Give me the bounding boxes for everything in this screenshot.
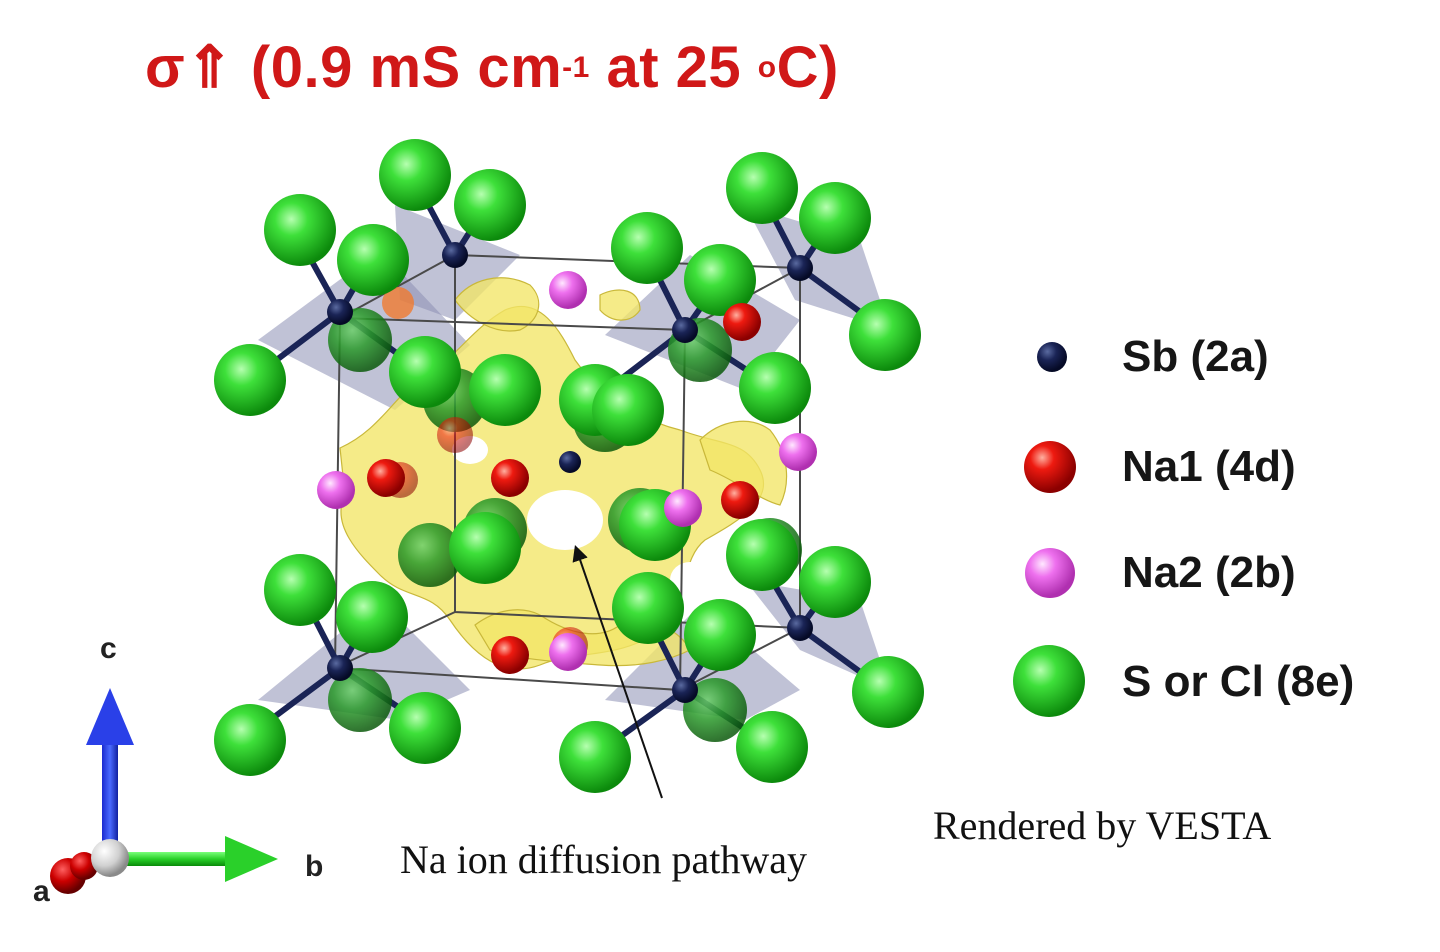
na2-legend-icon bbox=[1025, 548, 1075, 598]
na1-atom bbox=[367, 459, 405, 497]
s-cl-atom bbox=[214, 344, 286, 416]
na2-atom bbox=[664, 489, 702, 527]
s-cl-atom bbox=[264, 194, 336, 266]
na2-atom bbox=[549, 633, 587, 671]
s-cl-atom bbox=[449, 512, 521, 584]
pathway-label: Na ion diffusion pathway bbox=[400, 837, 807, 882]
s-cl-atom bbox=[336, 581, 408, 653]
atoms-front-layer bbox=[214, 139, 924, 793]
sb-atom bbox=[442, 242, 468, 268]
s-cl-atom bbox=[469, 354, 541, 426]
sb-legend-icon bbox=[1037, 342, 1067, 372]
sb-atom bbox=[327, 299, 353, 325]
na1-atom bbox=[491, 636, 529, 674]
s-cl-atom bbox=[398, 523, 462, 587]
s-cl-atom bbox=[683, 678, 747, 742]
s-cl-atom bbox=[592, 374, 664, 446]
legend-label-na1: Na1 (4d) bbox=[1122, 442, 1296, 491]
s-cl-atom bbox=[684, 244, 756, 316]
s-cl-atom bbox=[389, 336, 461, 408]
na2-atom bbox=[549, 271, 587, 309]
sb-atom bbox=[559, 451, 581, 473]
b-axis-shaft bbox=[118, 852, 228, 866]
sb-atom bbox=[672, 317, 698, 343]
sb-atoms bbox=[327, 242, 813, 703]
s-cl-atom bbox=[264, 554, 336, 626]
c-axis-head bbox=[86, 688, 134, 745]
s-cl-atom bbox=[454, 169, 526, 241]
b-axis-head bbox=[225, 836, 278, 882]
s-cl-atom bbox=[852, 656, 924, 728]
s-cl-atom bbox=[559, 721, 631, 793]
a-axis-tip-2 bbox=[70, 852, 98, 880]
isosurface-holes bbox=[452, 436, 710, 598]
s-cl-atom bbox=[379, 139, 451, 211]
na1-atom bbox=[382, 287, 414, 319]
axes-indicator bbox=[50, 688, 278, 894]
sb-atom bbox=[327, 655, 353, 681]
s-cl-atom bbox=[214, 704, 286, 776]
vesta-credit: Rendered by VESTA bbox=[933, 803, 1272, 848]
pathway-arrow bbox=[572, 544, 663, 799]
s-cl-atom bbox=[611, 212, 683, 284]
s-cl-atom bbox=[389, 692, 461, 764]
s-cl-atom bbox=[799, 546, 871, 618]
s-cl-atom bbox=[328, 668, 392, 732]
c-axis-shaft bbox=[102, 735, 118, 850]
na2-atom bbox=[779, 433, 817, 471]
axis-label-c: c bbox=[100, 632, 117, 665]
s-cl-atom bbox=[684, 599, 756, 671]
s-cl-atom bbox=[337, 224, 409, 296]
na1-atom bbox=[723, 303, 761, 341]
na1-legend-icon bbox=[1024, 441, 1076, 493]
s-cl-atom bbox=[739, 352, 811, 424]
sb-atom bbox=[787, 255, 813, 281]
legend-label-na2: Na2 (2b) bbox=[1122, 548, 1296, 597]
axis-label-a: a bbox=[33, 875, 50, 908]
na2-atom bbox=[317, 471, 355, 509]
legend-label-s-cl: S or Cl (8e) bbox=[1122, 657, 1355, 706]
conductivity-title: σ⇑ (0.9 mS cm-1 at 25 oC) bbox=[145, 35, 839, 100]
na1-atom bbox=[721, 481, 759, 519]
s-cl-atom bbox=[726, 519, 798, 591]
s-cl-atom bbox=[612, 572, 684, 644]
legend-icons bbox=[1013, 342, 1085, 717]
s-cl-atom bbox=[726, 152, 798, 224]
sb-atom bbox=[787, 615, 813, 641]
axis-label-b: b bbox=[305, 850, 324, 883]
s-cl-atom bbox=[799, 182, 871, 254]
s-cl-legend-icon bbox=[1013, 645, 1085, 717]
axes-origin bbox=[91, 839, 129, 877]
s-cl-atom bbox=[736, 711, 808, 783]
na1-atom bbox=[491, 459, 529, 497]
s-cl-atom bbox=[849, 299, 921, 371]
sb-atom bbox=[672, 677, 698, 703]
na1-atom bbox=[437, 417, 473, 453]
legend-label-sb: Sb (2a) bbox=[1122, 332, 1269, 381]
